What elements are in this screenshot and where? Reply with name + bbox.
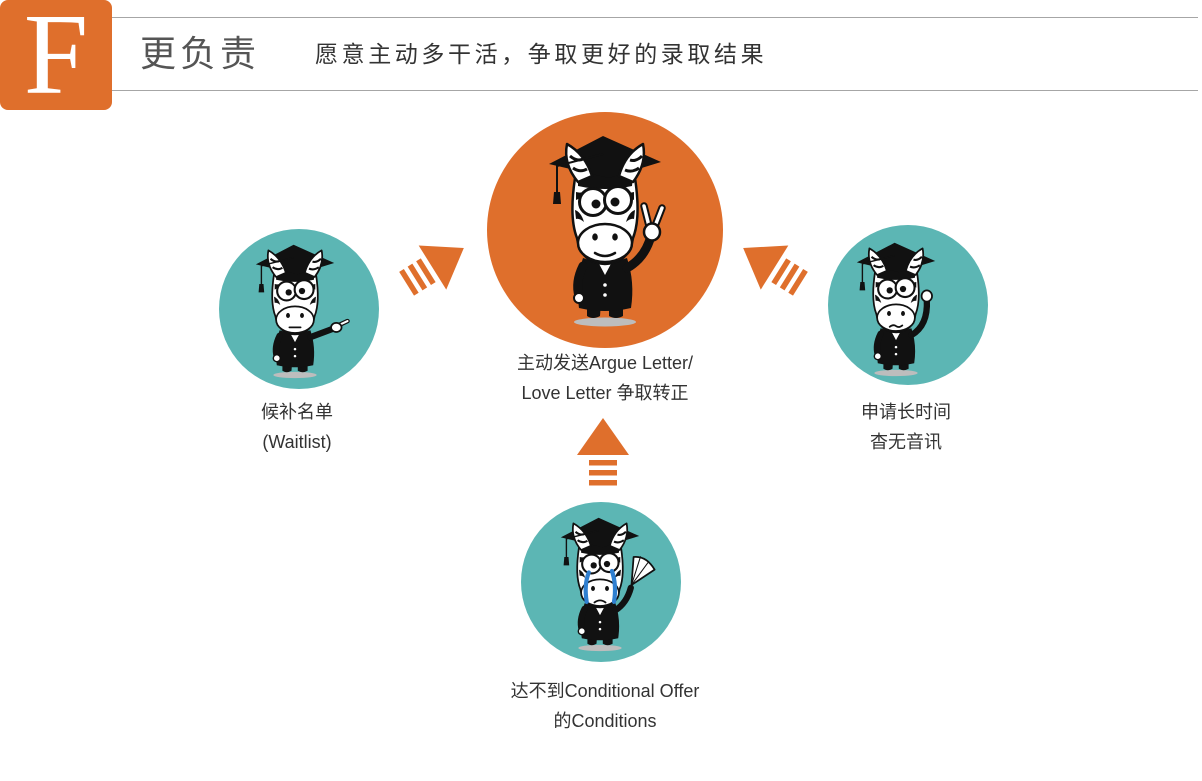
center-node-circle: [487, 112, 723, 348]
left-node-label-line-1: 候补名单: [261, 402, 333, 422]
peace-sign-hand: [640, 202, 666, 242]
graduate-zebra-pointing-icon: [253, 242, 350, 382]
left-node-label-line-2: (Waitlist): [262, 432, 332, 452]
arrow-left-to-center-icon: [392, 225, 478, 306]
center-node-label: 主动发送Argue Letter/ Love Letter 争取转正: [475, 348, 735, 408]
section-subtitle: 愿意主动多干活，争取更好的录取结果: [315, 42, 768, 68]
arrow-right-to-center-icon: [729, 225, 815, 306]
head-scratching-hand: [920, 289, 933, 303]
section-letter: F: [23, 0, 89, 110]
paper-fan: [630, 556, 656, 586]
section-title: 更负责: [140, 34, 261, 75]
graduate-zebra-thinking-icon: [854, 240, 952, 380]
center-node-label-line-1: 主动发送Argue Letter/: [516, 353, 694, 373]
bottom-node-circle: [521, 502, 681, 662]
tears: [583, 568, 618, 604]
right-node-label: 申请长时间 杳无音讯: [776, 397, 1036, 457]
graduate-zebra-crying-icon: [558, 515, 656, 655]
arrow-bottom-to-center-icon: [577, 418, 629, 486]
right-node-label-line-2: 杳无音讯: [870, 432, 942, 452]
graduate-zebra-peace-sign-icon: [545, 132, 666, 332]
center-node-label-line-2: Love Letter 争取转正: [521, 383, 689, 403]
right-node-circle: [828, 225, 988, 385]
pointing-hand: [330, 318, 350, 333]
header-bottom-rule: [112, 90, 1198, 91]
right-node-label-line-1: 申请长时间: [861, 402, 951, 422]
left-node-circle: [219, 229, 379, 389]
bottom-node-label-line-1: 达不到Conditional Offer: [510, 681, 700, 701]
bottom-node-label: 达不到Conditional Offer 的Conditions: [475, 676, 735, 736]
header-top-rule: [112, 17, 1198, 18]
left-node-label: 候补名单 (Waitlist): [167, 397, 427, 457]
section-badge: F: [0, 0, 112, 110]
bottom-node-label-line-2: 的Conditions: [553, 711, 657, 731]
